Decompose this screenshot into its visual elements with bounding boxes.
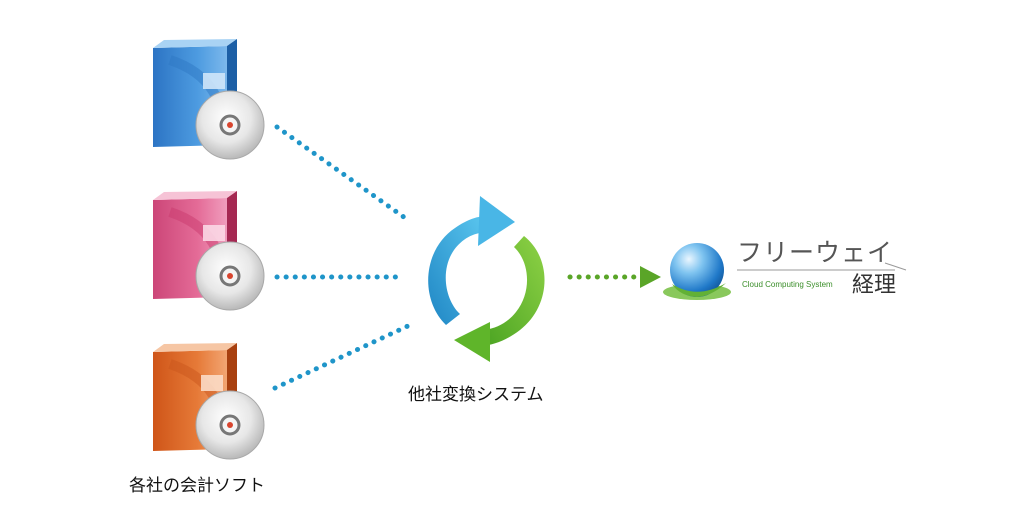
logo-title: フリーウェイ <box>737 238 894 267</box>
software-box-orange <box>153 343 265 460</box>
connector-top <box>274 124 411 223</box>
logo-kanji: 経理 <box>852 273 897 298</box>
software-label: 各社の会計ソフト <box>129 476 265 496</box>
connector-bottom <box>272 322 413 391</box>
software-box-blue <box>153 39 265 160</box>
software-box-pink <box>153 191 265 311</box>
connector-green-arrow <box>567 266 661 288</box>
system-label: 他社変換システム <box>408 385 544 405</box>
logo-subtitle: Cloud Computing System <box>742 280 833 289</box>
globe-logo-icon <box>663 243 907 300</box>
cycle-arrows-icon <box>428 196 545 362</box>
